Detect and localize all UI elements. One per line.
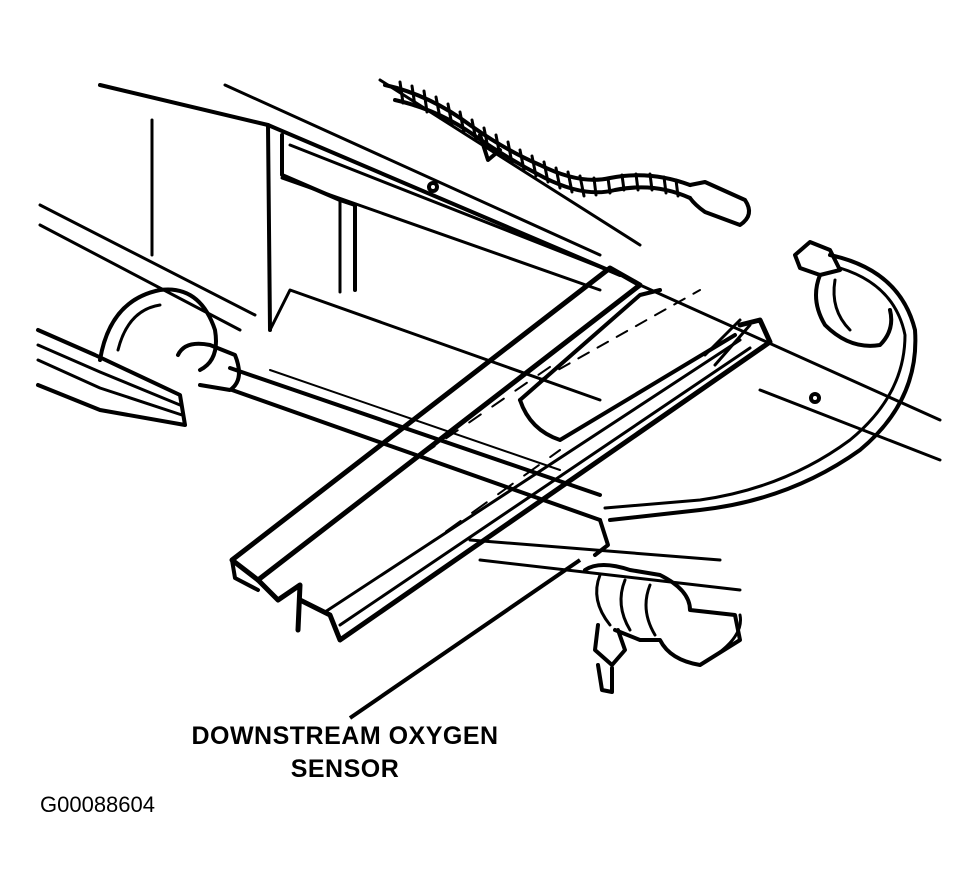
- callout-label-line2: SENSOR: [290, 755, 400, 783]
- figure-id: G00088604: [40, 792, 155, 817]
- callout-leader-line: [348, 558, 582, 720]
- frame-crossmember: [229, 265, 773, 643]
- callout-label-line1: DOWNSTREAM OXYGEN: [191, 722, 499, 750]
- downstream-oxygen-sensor: [583, 518, 742, 694]
- callout-label: DOWNSTREAM OXYGEN SENSOR: [150, 720, 540, 786]
- wiring-harness: [383, 80, 751, 227]
- sensor-pigtail-wire: [603, 240, 918, 522]
